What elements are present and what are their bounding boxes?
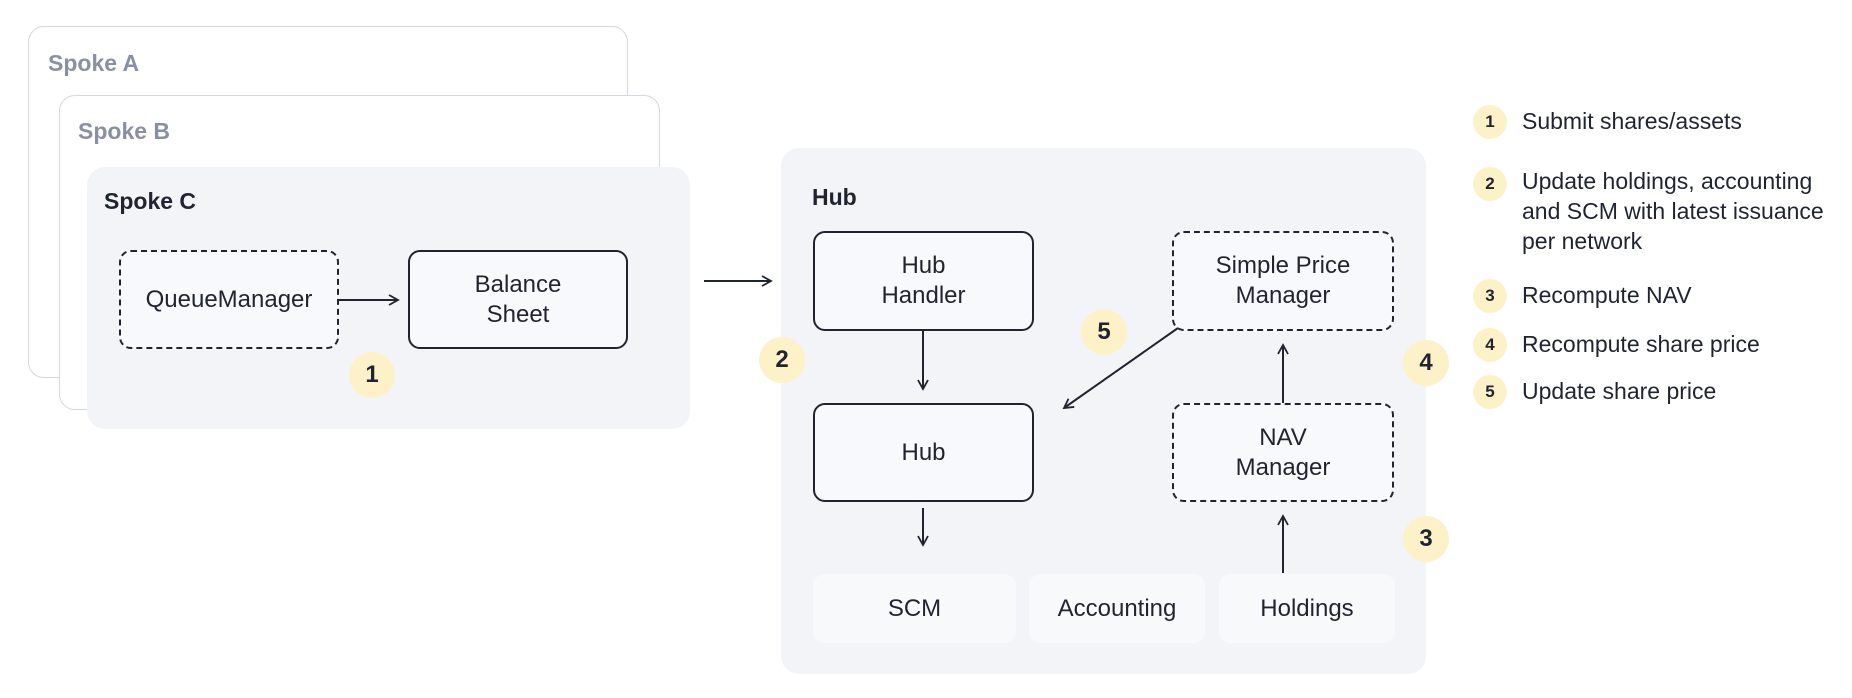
step-badge-2: 2 (759, 337, 805, 383)
simple-price-manager-node: Simple Price Manager (1172, 231, 1394, 331)
arrow-price-to-hub (1062, 327, 1179, 410)
hub-node: Hub (813, 403, 1034, 502)
holdings-node: Holdings (1219, 574, 1395, 643)
legend-badge-1: 1 (1473, 105, 1507, 139)
legend-badge-5: 5 (1473, 375, 1507, 409)
legend-text-2: Update holdings, accounting and SCM with… (1522, 168, 1824, 254)
step-badge-5: 5 (1081, 309, 1127, 355)
legend-text-3: Recompute NAV (1522, 282, 1692, 308)
spoke-b-title: Spoke B (78, 118, 171, 144)
spoke-c-title: Spoke C (104, 188, 197, 214)
legend-badge-2: 2 (1473, 167, 1507, 201)
legend-text-5: Update share price (1522, 378, 1717, 404)
legend-text-4: Recompute share price (1522, 331, 1760, 357)
spoke-a-title: Spoke A (48, 50, 140, 76)
queue-manager-node: QueueManager (119, 250, 339, 349)
step-badge-3: 3 (1403, 516, 1449, 562)
legend-text-1: Submit shares/assets (1522, 108, 1742, 134)
step-badge-1: 1 (349, 352, 395, 398)
balance-sheet-node: Balance Sheet (408, 250, 628, 349)
legend-badge-3: 3 (1473, 279, 1507, 313)
accounting-node: Accounting (1029, 574, 1205, 643)
legend-badge-4: 4 (1473, 328, 1507, 362)
hub-handler-node: Hub Handler (813, 231, 1034, 331)
nav-manager-node: NAV Manager (1172, 403, 1394, 502)
step-badge-4: 4 (1403, 340, 1449, 386)
hub-title: Hub (812, 184, 857, 210)
scm-node: SCM (813, 574, 1016, 643)
